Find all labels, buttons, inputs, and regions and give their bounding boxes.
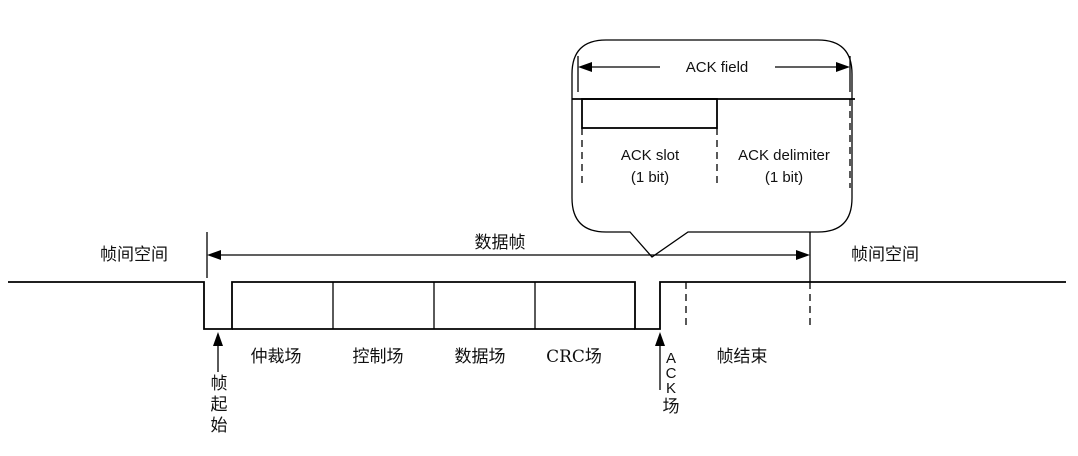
ack-field-vertical-label-1: A	[666, 350, 676, 367]
ack-slot-bits: (1 bit)	[631, 169, 669, 186]
ack-pointer-arrow	[655, 332, 665, 346]
ack-delimiter-bits: (1 bit)	[765, 169, 803, 186]
data-frame-arrow-left	[207, 250, 221, 260]
data-frame-label: 数据帧	[475, 233, 526, 253]
data-frame-arrow-right	[796, 250, 810, 260]
frame-signal-waveform	[8, 281, 1066, 330]
ack-field-arrow-left	[578, 62, 592, 72]
crc-field-label: CRC场	[546, 347, 602, 367]
ack-field-arrow-right	[836, 62, 850, 72]
ack-field-vertical-label-2: C	[666, 365, 677, 382]
ack-field-vertical-label-4: 场	[663, 397, 680, 417]
ack-delimiter-label: ACK delimiter	[738, 147, 830, 164]
ack-field-vertical-label-3: K	[666, 380, 676, 397]
ack-slot-box	[581, 98, 718, 129]
sof-label-char-2: 起	[211, 395, 228, 415]
data-field-label: 数据场	[455, 347, 506, 367]
sof-label-char-1: 帧	[211, 374, 228, 394]
ack-slot-label: ACK slot	[621, 147, 680, 164]
interframe-space-left-label: 帧间空间	[100, 245, 168, 265]
control-field-label: 控制场	[353, 347, 404, 367]
interframe-space-right-label: 帧间空间	[851, 245, 919, 265]
arbitration-field-label: 仲裁场	[251, 347, 302, 367]
frame-end-label: 帧结束	[717, 347, 768, 367]
ack-field-label: ACK field	[686, 59, 749, 76]
sof-pointer-arrow	[213, 332, 223, 346]
sof-label-char-3: 始	[211, 416, 228, 436]
